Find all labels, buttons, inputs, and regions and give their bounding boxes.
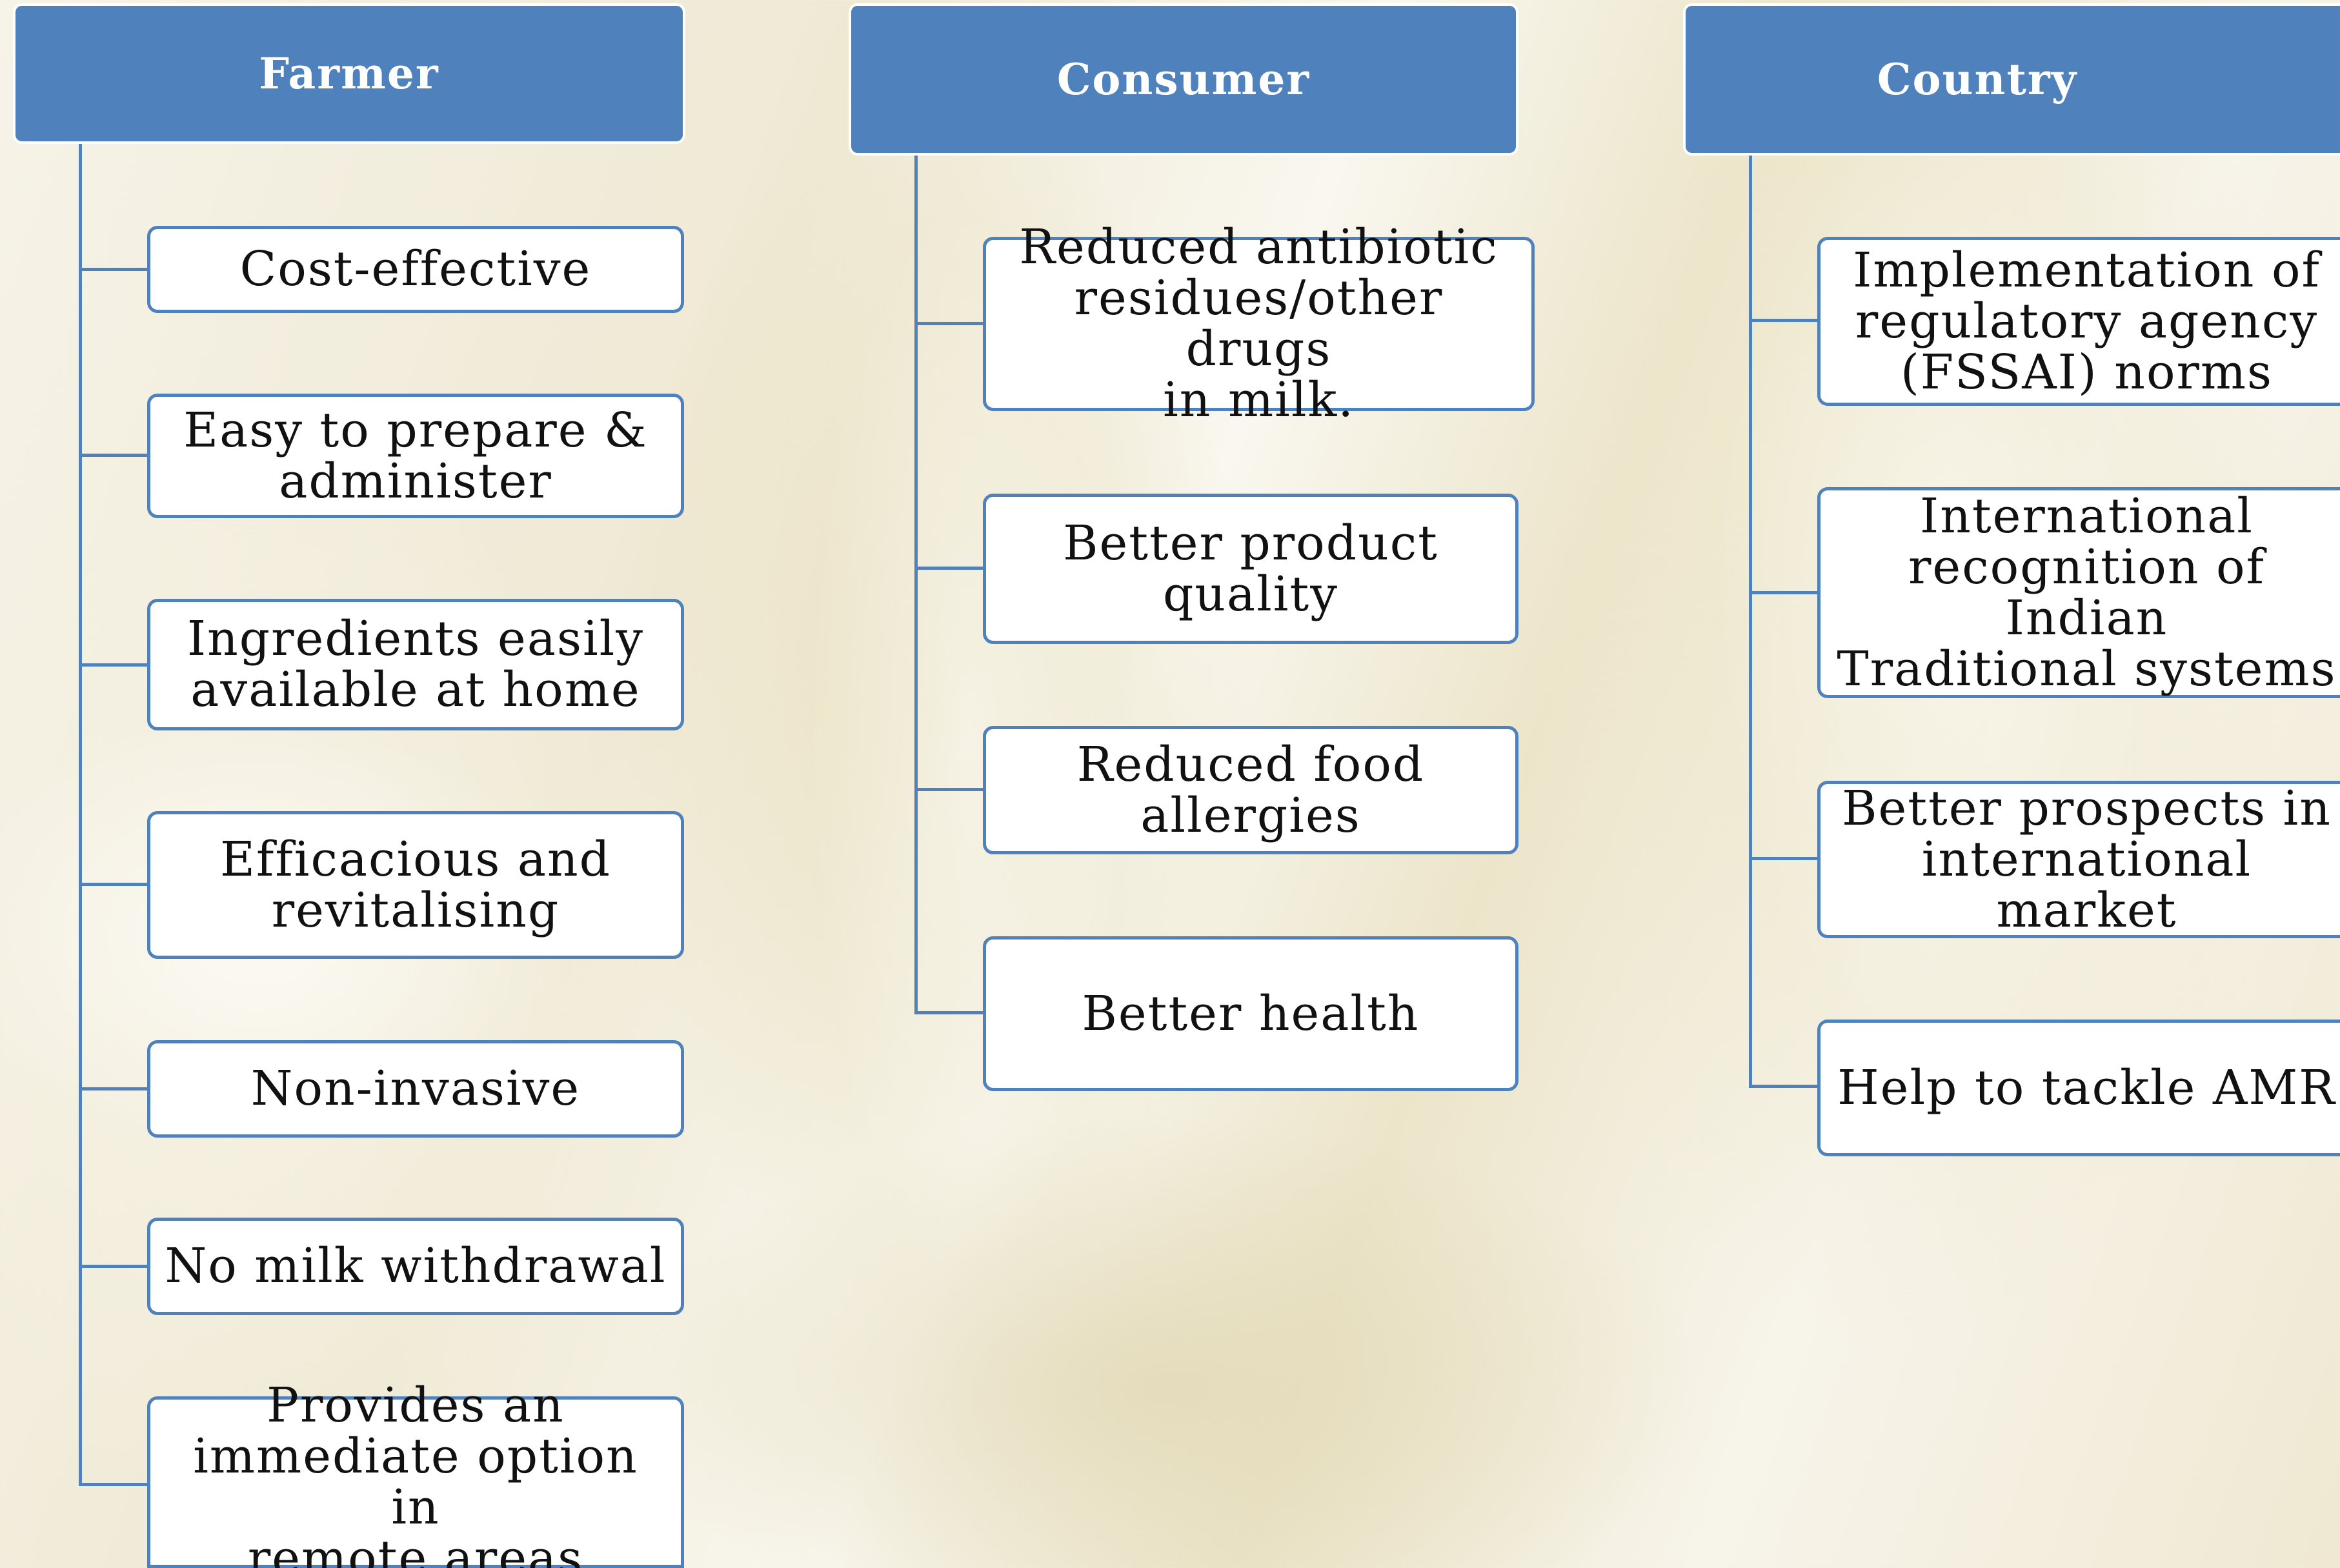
header-farmer-label: Farmer	[259, 48, 439, 99]
benefit-box: Reduced food allergies	[983, 726, 1518, 854]
connector-trunk	[1749, 156, 1752, 1088]
benefit-box: Efficacious and revitalising	[147, 811, 684, 959]
benefit-box: Cost-effective	[147, 226, 684, 313]
connector-branch	[79, 268, 148, 271]
benefit-text: Reduced antibiotic residues/other drugs …	[1019, 219, 1498, 428]
benefit-text: Easy to prepare & administer	[183, 402, 648, 509]
header-country: Country	[1683, 3, 2340, 156]
benefit-box: No milk withdrawal	[147, 1218, 684, 1315]
connector-branch	[914, 1011, 984, 1014]
benefit-text: Provides an immediate option in remote a…	[193, 1378, 638, 1568]
benefit-text: Implementation of regulatory agency (FSS…	[1853, 242, 2321, 400]
connector-trunk	[914, 156, 918, 1014]
connector-branch	[79, 1483, 148, 1486]
connector-branch	[1749, 1085, 1819, 1088]
benefit-text: Non-invasive	[250, 1061, 581, 1116]
header-farmer: Farmer	[13, 3, 685, 144]
benefit-box: Better health	[983, 936, 1518, 1091]
benefit-text: No milk withdrawal	[165, 1238, 667, 1294]
connector-branch	[1749, 857, 1819, 860]
connector-branch	[1749, 319, 1819, 322]
connector-branch	[914, 322, 984, 325]
benefit-box: Better prospects in international market	[1817, 781, 2340, 938]
connector-branch	[1749, 591, 1819, 594]
header-country-label: Country	[1877, 54, 2078, 105]
benefit-text: Better product quality	[1063, 515, 1438, 622]
benefit-text: Cost-effective	[239, 241, 592, 297]
connector-branch	[79, 883, 148, 886]
header-consumer-label: Consumer	[1056, 54, 1311, 105]
connector-branch	[914, 567, 984, 570]
benefit-box: Help to tackle AMR	[1817, 1020, 2340, 1156]
connector-branch	[914, 788, 984, 791]
benefit-box: Provides an immediate option in remote a…	[147, 1380, 684, 1568]
benefit-box: Easy to prepare & administer	[147, 394, 684, 518]
benefit-text: Reduced food allergies	[1076, 736, 1425, 843]
connector-branch	[79, 663, 148, 667]
connector-trunk	[79, 144, 82, 1486]
benefit-text: Help to tackle AMR	[1837, 1060, 2336, 1116]
benefit-text: Efficacious and revitalising	[220, 831, 611, 938]
benefit-box: Reduced antibiotic residues/other drugs …	[983, 222, 1535, 426]
connector-branch	[79, 454, 148, 457]
benefit-text: Ingredients easily available at home	[187, 611, 645, 718]
benefit-text: International recognition of Indian Trad…	[1837, 488, 2337, 697]
benefit-box: Non-invasive	[147, 1040, 684, 1138]
header-consumer: Consumer	[849, 3, 1518, 156]
connector-branch	[79, 1087, 148, 1091]
benefit-box: Ingredients easily available at home	[147, 599, 684, 730]
connector-branch	[79, 1265, 148, 1268]
benefit-box: International recognition of Indian Trad…	[1817, 487, 2340, 698]
benefit-box: Better product quality	[983, 494, 1518, 644]
benefit-text: Better health	[1082, 985, 1420, 1041]
benefit-text: Better prospects in international market	[1842, 780, 2332, 938]
benefit-box: Implementation of regulatory agency (FSS…	[1817, 237, 2340, 406]
